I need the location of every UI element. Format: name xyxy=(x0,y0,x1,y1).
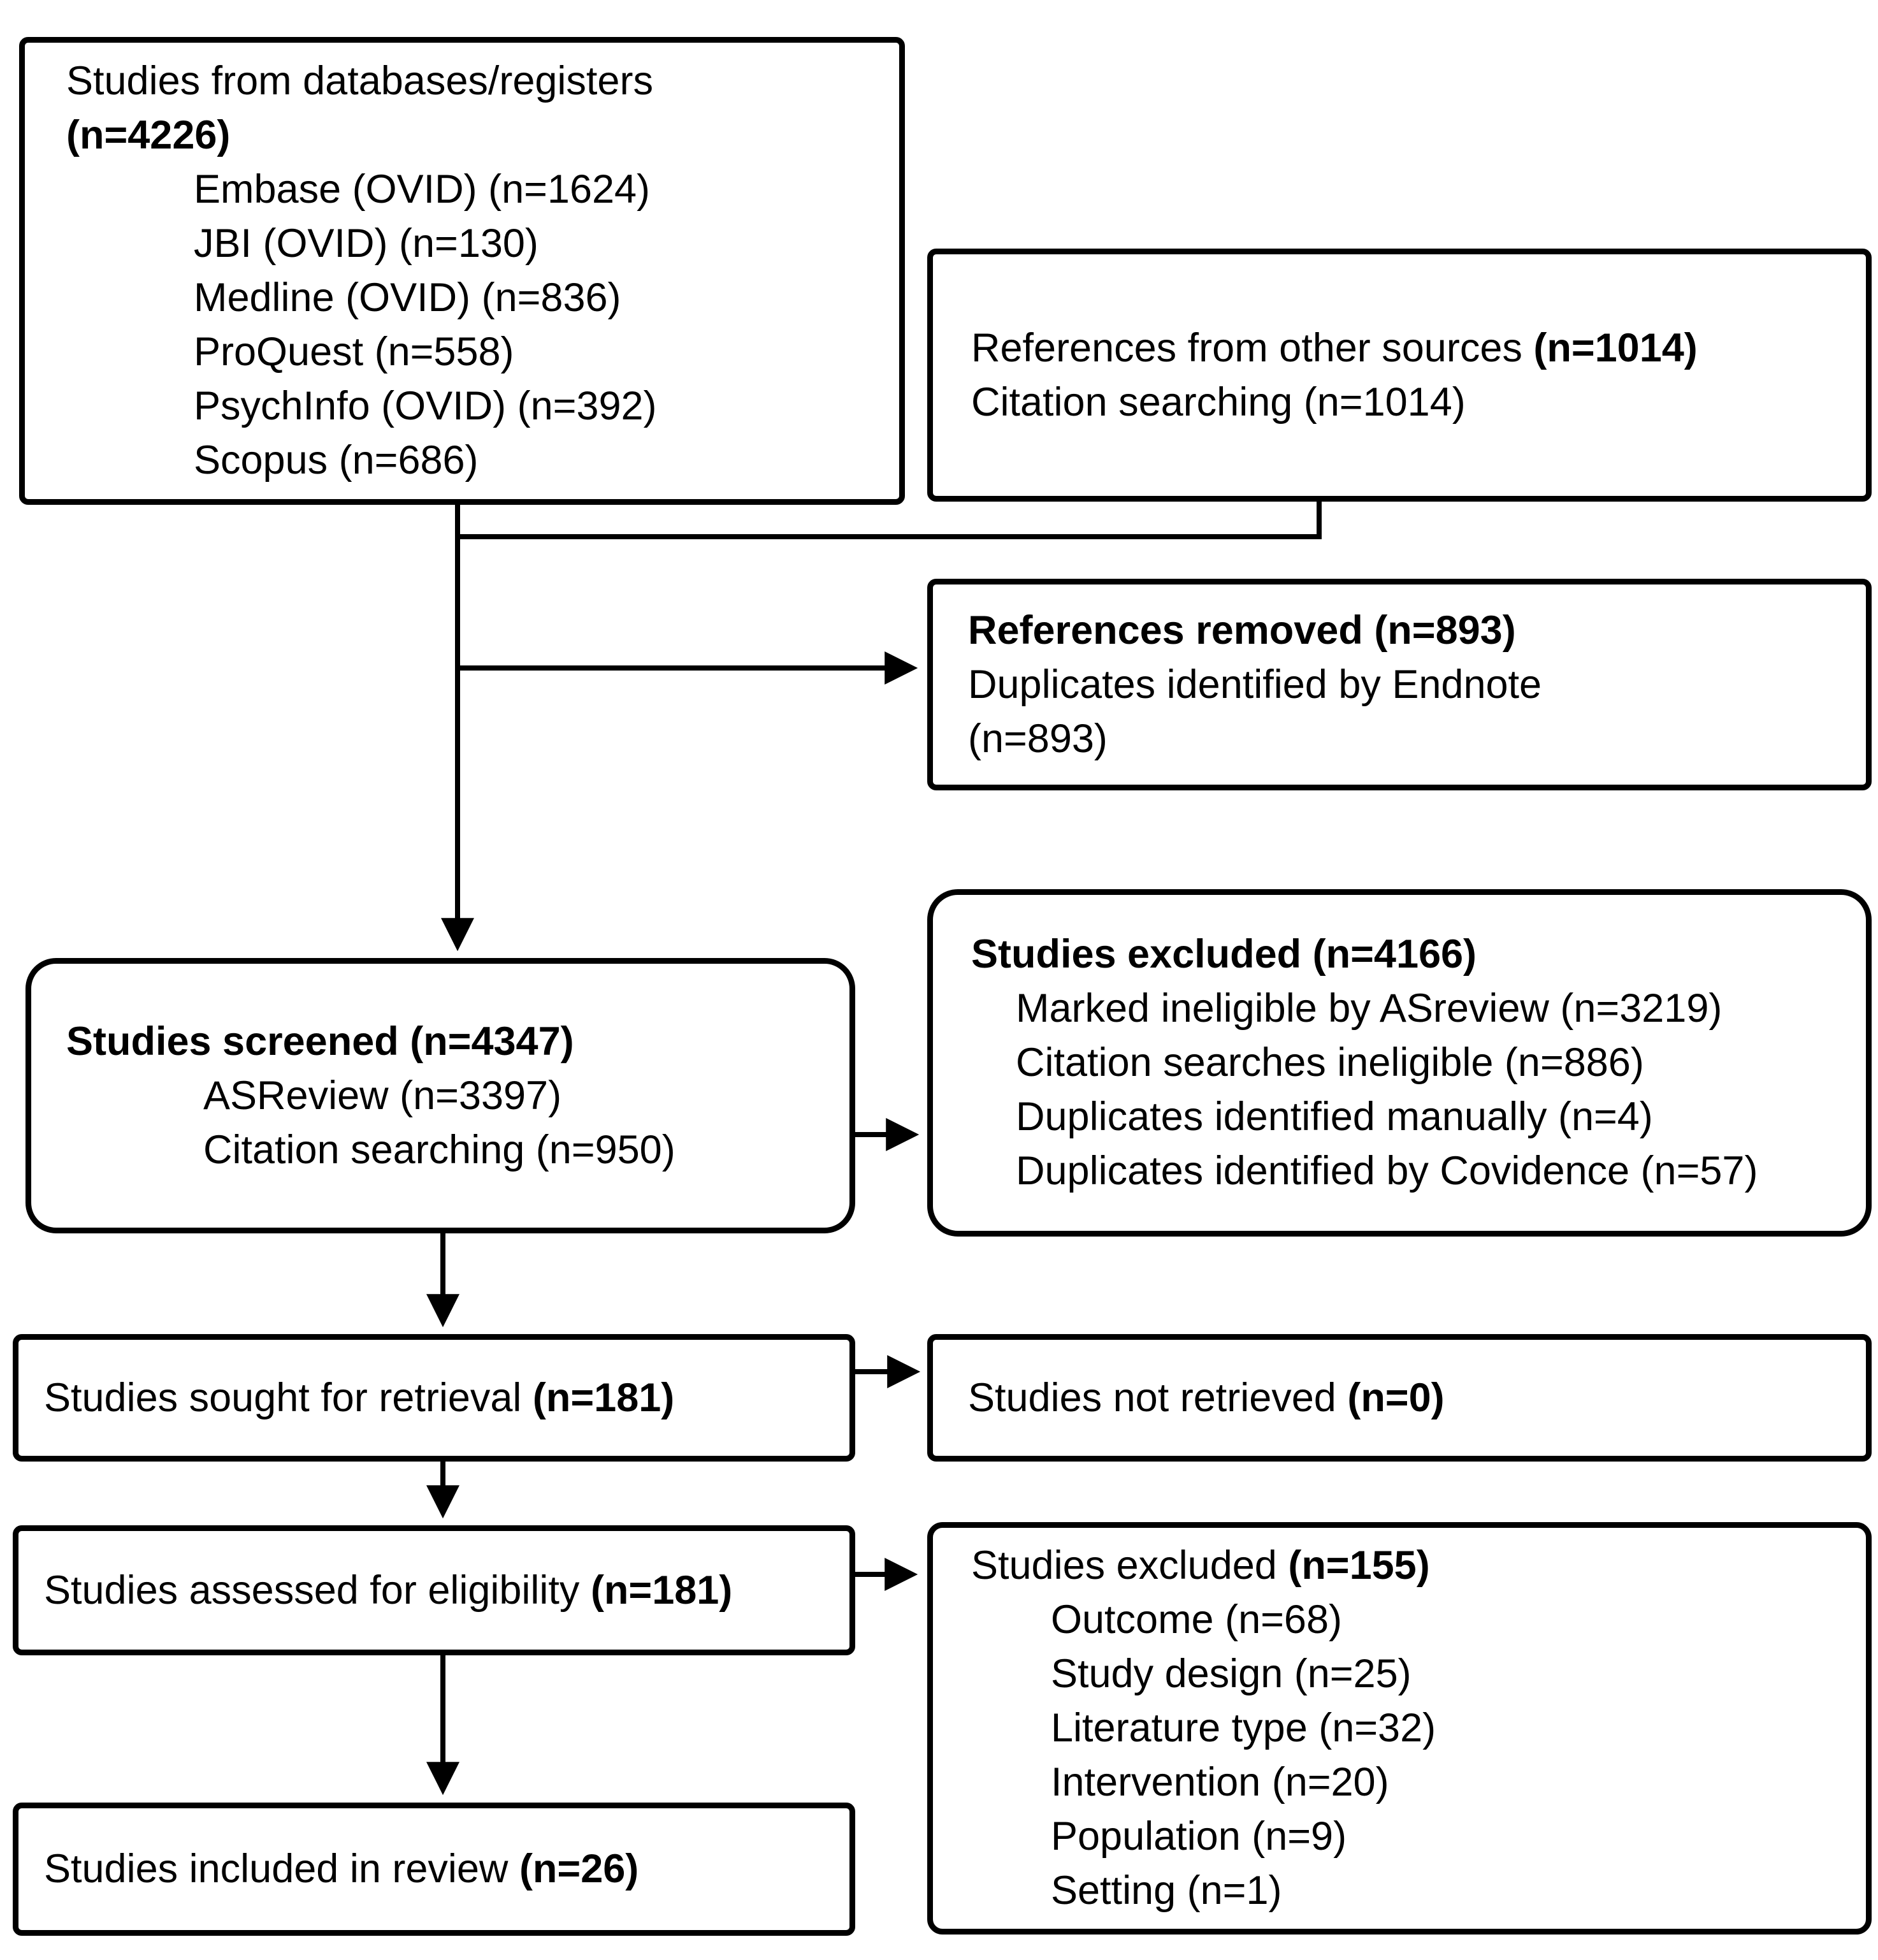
other-sources-text: References from other sources xyxy=(971,325,1522,370)
studies-screened-box: Studies screened (n=4347) ASReview (n=33… xyxy=(25,958,855,1233)
database-source-item: ProQuest (n=558) xyxy=(194,330,514,374)
studies-excluded-screening-box: Studies excluded (n=4166) Marked ineligi… xyxy=(927,889,1872,1237)
studies-excluded-eligibility-box: Studies excluded (n=155) Outcome (n=68) … xyxy=(927,1522,1872,1935)
references-removed-box: References removed (n=893) Duplicates id… xyxy=(927,579,1872,790)
database-source-item: JBI (OVID) (n=130) xyxy=(194,221,538,266)
not-retrieved-count: (n=0) xyxy=(1347,1375,1445,1420)
other-sources-box: References from other sources (n=1014) C… xyxy=(927,249,1872,502)
excluded-eligibility-item: Literature type (n=32) xyxy=(1051,1706,1436,1750)
sought-label: Studies sought for retrieval (n=181) xyxy=(44,1371,849,1425)
references-removed-title: References removed (n=893) xyxy=(968,607,1516,653)
other-sources-title: References from other sources (n=1014) xyxy=(971,321,1866,375)
database-source-item: Embase (OVID) (n=1624) xyxy=(194,167,651,212)
assessed-text: Studies assessed for eligibility xyxy=(44,1567,580,1613)
screened-title: Studies screened (n=4347) xyxy=(66,1019,574,1064)
excluded-eligibility-item: Outcome (n=68) xyxy=(1051,1597,1342,1642)
excluded-eligibility-item: Intervention (n=20) xyxy=(1051,1760,1389,1804)
studies-sought-box: Studies sought for retrieval (n=181) xyxy=(13,1334,855,1462)
excluded-eligibility-item: Setting (n=1) xyxy=(1051,1868,1282,1913)
screened-item: Citation searching (n=950) xyxy=(203,1127,675,1172)
excluded-eligibility-count: (n=155) xyxy=(1288,1543,1430,1588)
other-sources-item: Citation searching (n=1014) xyxy=(971,379,1466,425)
excluded-screening-item: Marked ineligible by ASreview (n=3219) xyxy=(1016,986,1723,1031)
assessed-label: Studies assessed for eligibility (n=181) xyxy=(44,1564,849,1618)
databases-registers-box: Studies from databases/registers (n=4226… xyxy=(19,37,905,505)
studies-included-box: Studies included in review (n=26) xyxy=(13,1803,855,1936)
references-removed-item: (n=893) xyxy=(968,716,1108,761)
other-sources-count: (n=1014) xyxy=(1533,325,1698,370)
excluded-eligibility-text: Studies excluded xyxy=(971,1543,1277,1588)
references-removed-item: Duplicates identified by Endnote xyxy=(968,662,1542,707)
excluded-screening-item: Duplicates identified manually (n=4) xyxy=(1016,1094,1653,1139)
included-label: Studies included in review (n=26) xyxy=(44,1842,849,1896)
excluded-eligibility-title: Studies excluded (n=155) xyxy=(971,1539,1866,1593)
sought-count: (n=181) xyxy=(532,1375,675,1420)
assessed-count: (n=181) xyxy=(590,1567,733,1613)
excluded-screening-item: Duplicates identified by Covidence (n=57… xyxy=(1016,1149,1758,1193)
studies-assessed-box: Studies assessed for eligibility (n=181) xyxy=(13,1525,855,1655)
not-retrieved-label: Studies not retrieved (n=0) xyxy=(968,1371,1866,1425)
studies-not-retrieved-box: Studies not retrieved (n=0) xyxy=(927,1334,1872,1462)
excluded-screening-title: Studies excluded (n=4166) xyxy=(971,932,1477,976)
databases-title: Studies from databases/registers xyxy=(66,59,653,103)
not-retrieved-text: Studies not retrieved xyxy=(968,1375,1336,1420)
databases-count: (n=4226) xyxy=(66,113,231,157)
database-source-item: PsychInfo (OVID) (n=392) xyxy=(194,384,657,428)
screened-item: ASReview (n=3397) xyxy=(203,1073,562,1118)
excluded-eligibility-item: Study design (n=25) xyxy=(1051,1651,1412,1696)
excluded-eligibility-item: Population (n=9) xyxy=(1051,1814,1347,1859)
database-source-item: Medline (OVID) (n=836) xyxy=(194,275,621,320)
excluded-screening-item: Citation searches ineligible (n=886) xyxy=(1016,1040,1644,1085)
sought-text: Studies sought for retrieval xyxy=(44,1375,522,1420)
included-text: Studies included in review xyxy=(44,1847,509,1891)
database-source-item: Scopus (n=686) xyxy=(194,438,479,483)
included-count: (n=26) xyxy=(519,1847,639,1891)
